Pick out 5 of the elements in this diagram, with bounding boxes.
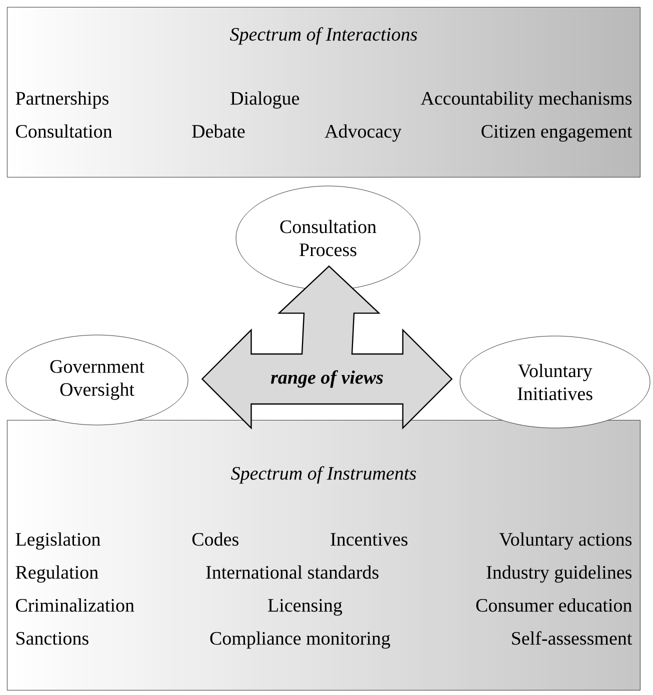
node-label: Voluntary Initiatives xyxy=(518,364,592,400)
edge-label: range of views xyxy=(270,369,384,389)
block-arrow xyxy=(201,265,453,430)
spectrum-panel: Spectrum of Instruments Legislation Codes Incentives Voluntary actions Regulation International standards Industry guidelines Criminalization Licensing Consumer education Sanctions Compliance monitoring Self-assessment xyxy=(7,420,640,690)
spectrum-panel: Spectrum of Interactions Partnerships Dialogue Accountability mechanisms Consultation Debate Advocacy Citizen engagement xyxy=(7,7,640,178)
